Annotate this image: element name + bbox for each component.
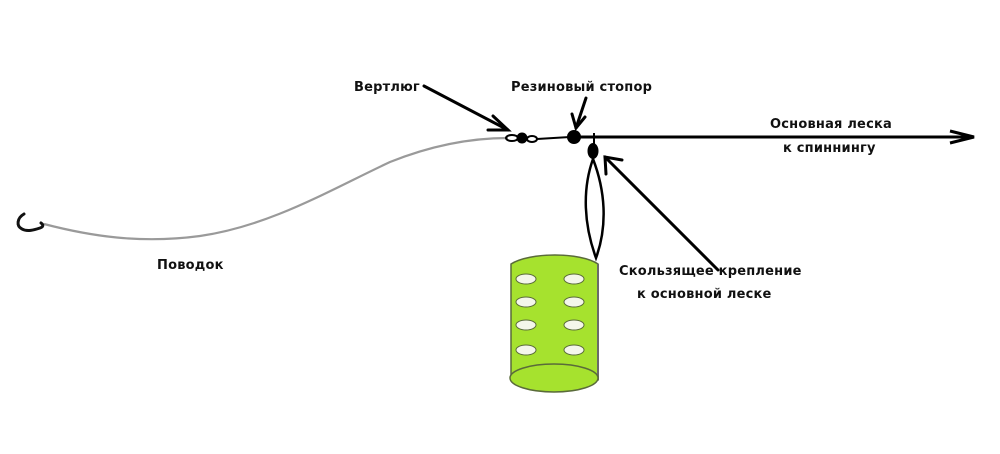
sliding-mount-pointer-arrow — [603, 155, 720, 272]
sliding-mount-label-line1: Скользящее крепление — [619, 264, 802, 279]
sliding-mount-bead-icon — [587, 143, 599, 159]
feeder-hole — [515, 273, 537, 285]
feeder-hole — [563, 319, 585, 331]
swivel-to-stopper-line — [536, 136, 571, 140]
sliding-mount-label-line2: к основной леске — [637, 287, 772, 302]
fishing-hook-icon — [16, 212, 45, 233]
main-line-label-line2: к спиннингу — [783, 141, 876, 156]
feeder-hole — [563, 273, 585, 285]
stopper-pointer-arrow — [570, 96, 588, 132]
feeder-hole — [515, 319, 537, 331]
feeder-hole — [563, 296, 585, 308]
feeder-suspension-loop — [584, 155, 605, 262]
feeder-hole — [563, 344, 585, 356]
feeder-cage-icon — [509, 254, 599, 393]
main-line-label-line1: Основная леска — [770, 117, 892, 132]
arrow-right-icon — [949, 129, 975, 145]
leader-label: Поводок — [157, 258, 224, 273]
swivel-label: Вертлюг — [354, 80, 420, 95]
swivel-pointer-arrow — [422, 84, 512, 132]
rubber-stopper-icon — [567, 130, 581, 144]
feeder-hole — [515, 296, 537, 308]
leader-line — [43, 136, 509, 241]
swivel-icon — [505, 132, 538, 144]
rubber-stopper-label: Резиновый стопор — [511, 80, 653, 95]
feeder-hole — [515, 344, 537, 356]
